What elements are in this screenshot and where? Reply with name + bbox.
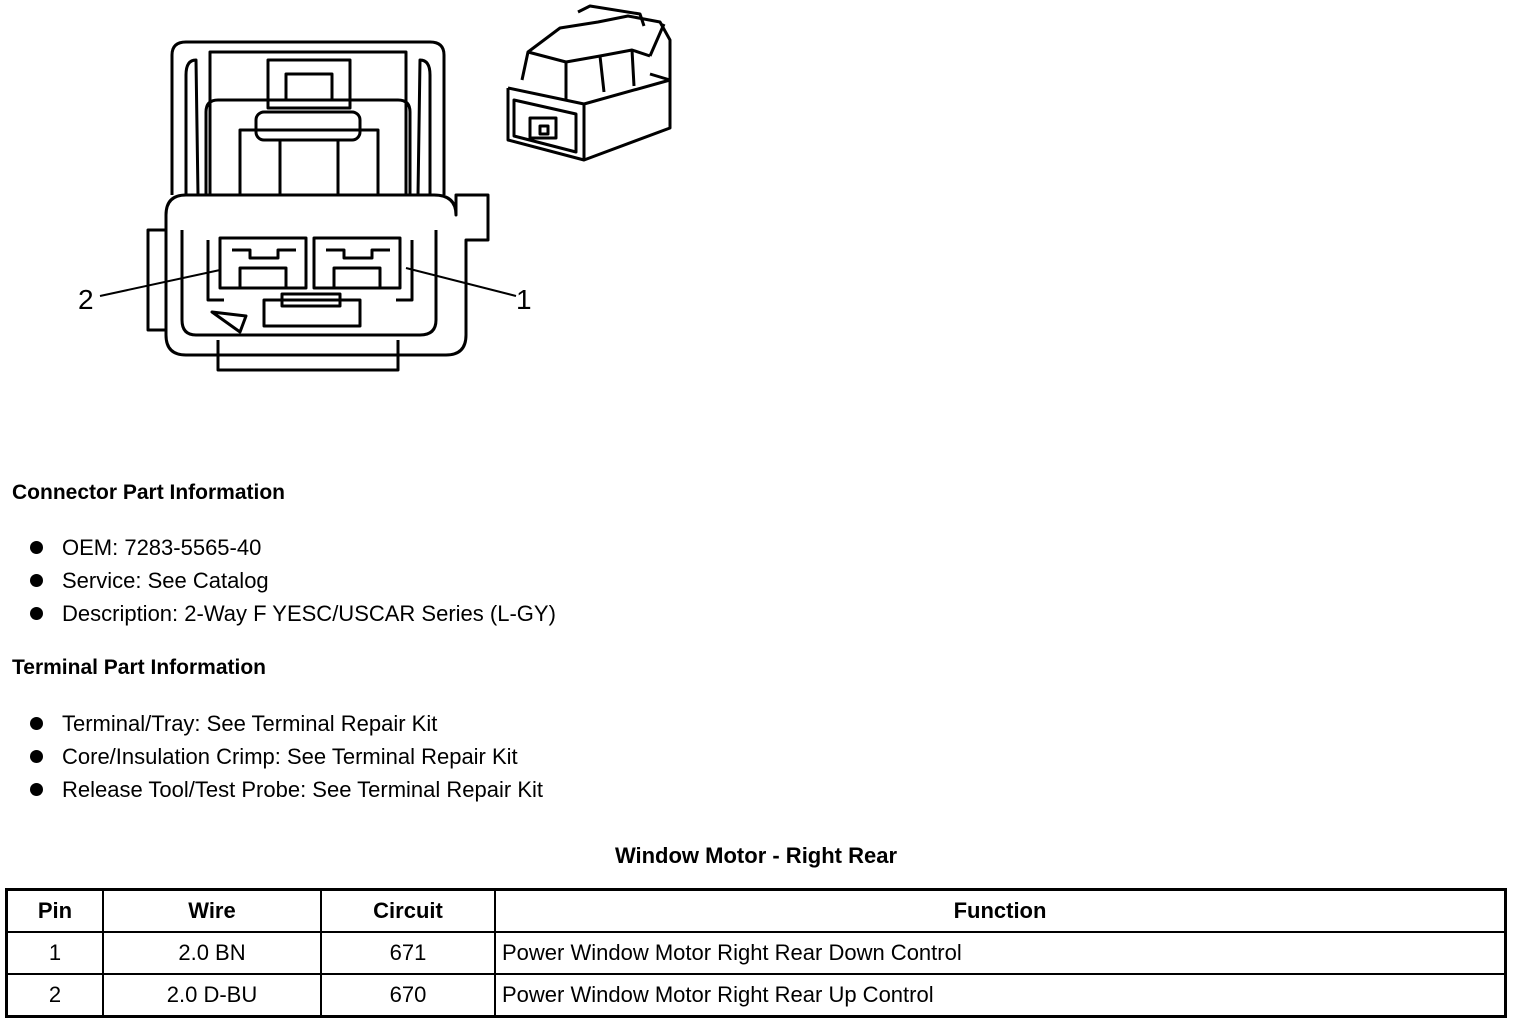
bullet-icon <box>30 574 43 587</box>
bullet-icon <box>30 783 43 796</box>
cell-wire: 2.0 BN <box>102 931 322 975</box>
connector-part-info-title: Connector Part Information <box>12 481 286 504</box>
list-item: Service: See Catalog <box>0 564 556 597</box>
pin-callout-1: 1 <box>516 284 532 315</box>
bullet-icon <box>30 750 43 763</box>
cell-function: Power Window Motor Right Rear Down Contr… <box>494 931 1507 975</box>
list-item: OEM: 7283-5565-40 <box>0 531 556 564</box>
pin-table-title: Window Motor - Right Rear <box>614 843 898 868</box>
list-item: Core/Insulation Crimp: See Terminal Repa… <box>0 740 543 773</box>
pin-table: Pin Wire Circuit Function 1 2.0 BN 671 P… <box>5 888 1507 1018</box>
table-row: 2 2.0 D-BU 670 Power Window Motor Right … <box>5 973 1507 1018</box>
bullet-icon <box>30 717 43 730</box>
list-item: Description: 2-Way F YESC/USCAR Series (… <box>0 597 556 630</box>
cell-function: Power Window Motor Right Rear Up Control <box>494 973 1507 1018</box>
connector-isometric-view <box>506 4 672 162</box>
column-header-wire: Wire <box>102 888 322 933</box>
pin-callout-2: 2 <box>78 284 94 315</box>
list-item: Terminal/Tray: See Terminal Repair Kit <box>0 707 543 740</box>
bullet-icon <box>30 607 43 620</box>
cell-pin: 1 <box>5 931 104 975</box>
terminal-part-info-list: Terminal/Tray: See Terminal Repair Kit C… <box>0 707 543 806</box>
column-header-function: Function <box>494 888 1507 933</box>
cell-circuit: 670 <box>320 973 496 1018</box>
list-item: Release Tool/Test Probe: See Terminal Re… <box>0 773 543 806</box>
table-header-row: Pin Wire Circuit Function <box>5 888 1507 933</box>
column-header-circuit: Circuit <box>320 888 496 933</box>
cell-circuit: 671 <box>320 931 496 975</box>
connector-diagram <box>99 4 672 372</box>
cell-wire: 2.0 D-BU <box>102 973 322 1018</box>
bullet-icon <box>30 541 43 554</box>
connector-face-view <box>99 40 517 372</box>
terminal-part-info-title: Terminal Part Information <box>12 656 266 679</box>
column-header-pin: Pin <box>5 888 104 933</box>
connector-part-info-list: OEM: 7283-5565-40 Service: See Catalog D… <box>0 531 556 630</box>
cell-pin: 2 <box>5 973 104 1018</box>
table-row: 1 2.0 BN 671 Power Window Motor Right Re… <box>5 931 1507 975</box>
